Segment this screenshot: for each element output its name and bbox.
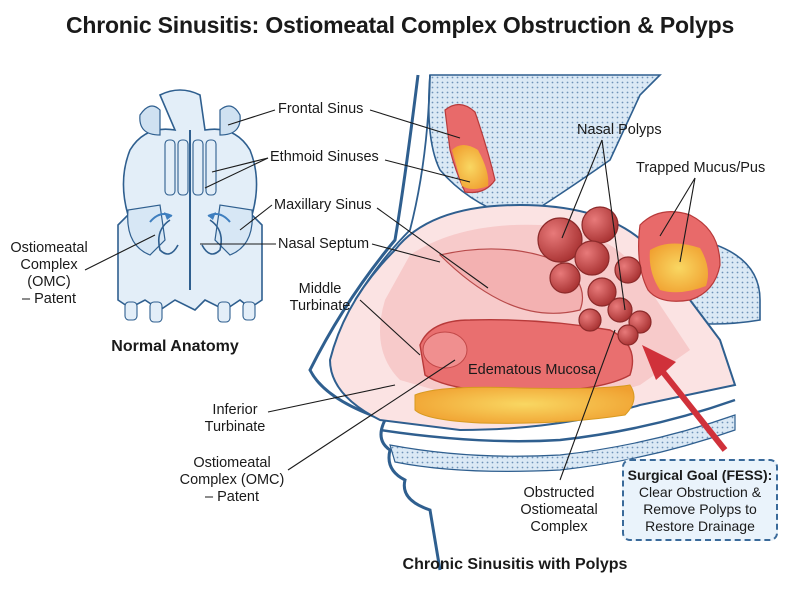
normal-teeth: [124, 301, 256, 323]
middle-turbinate: [438, 248, 584, 314]
normal-turbinate-left: [157, 219, 179, 255]
normal-frontal-sinus-right: [219, 105, 241, 136]
inflamed-hotspot: [422, 331, 468, 369]
surgical-arrow-head: [642, 345, 676, 380]
label-edematous-mucosa: Edematous Mucosa: [468, 362, 597, 378]
normal-ethmoid-cells: [164, 139, 217, 196]
label-omc-patent-normal: Ostiomeatal Complex (OMC) – Patent: [10, 240, 88, 307]
surgical-arrow-shaft: [652, 360, 728, 452]
mucus-pool-bottom: [414, 384, 635, 424]
disease-leader-lines: [267, 109, 696, 481]
caption-chronic-sinusitis: Chronic Sinusitis with Polyps: [402, 556, 628, 573]
surgical-goal-title: Surgical Goal (FESS):: [627, 467, 773, 483]
normal-leader-lines: [84, 109, 276, 271]
label-trapped-mucus: Trapped Mucus/Pus: [636, 160, 766, 176]
label-omc-patent-disease: Ostiomeatal Complex (OMC) – Patent: [179, 455, 285, 505]
label-frontal-sinus: Frontal Sinus: [278, 101, 364, 117]
disease-diagram: [308, 74, 761, 571]
hard-palate: [379, 398, 736, 443]
caption-normal-anatomy: Normal Anatomy: [111, 338, 239, 355]
surgical-goal-body: Clear Obstruction & Remove Polyps to Res…: [638, 484, 762, 534]
label-nasal-septum: Nasal Septum: [278, 236, 370, 252]
normal-turbinate-right: [201, 219, 223, 255]
page-title: Chronic Sinusitis: Ostiomeatal Complex O…: [65, 12, 735, 38]
nasal-polyps: [537, 206, 652, 346]
label-obstructed-omc: Obstructed Ostiomeatal Complex: [520, 485, 598, 535]
surgical-goal-box: Surgical Goal (FESS): Clear Obstruction …: [622, 459, 778, 541]
inner-contour: [354, 74, 431, 301]
label-ethmoid-sinuses: Ethmoid Sinuses: [270, 149, 379, 165]
lower-bone: [389, 414, 736, 472]
label-middle-turbinate: Middle Turbinate: [289, 281, 351, 314]
label-nasal-polyps: Nasal Polyps: [577, 122, 662, 138]
face-outline: [308, 74, 442, 571]
label-maxillary-sinus: Maxillary Sinus: [274, 197, 372, 213]
normal-frontal-sinus-left: [139, 105, 161, 136]
label-inferior-turbinate: Inferior Turbinate: [204, 402, 266, 435]
normal-anatomy-diagram: [117, 89, 263, 323]
